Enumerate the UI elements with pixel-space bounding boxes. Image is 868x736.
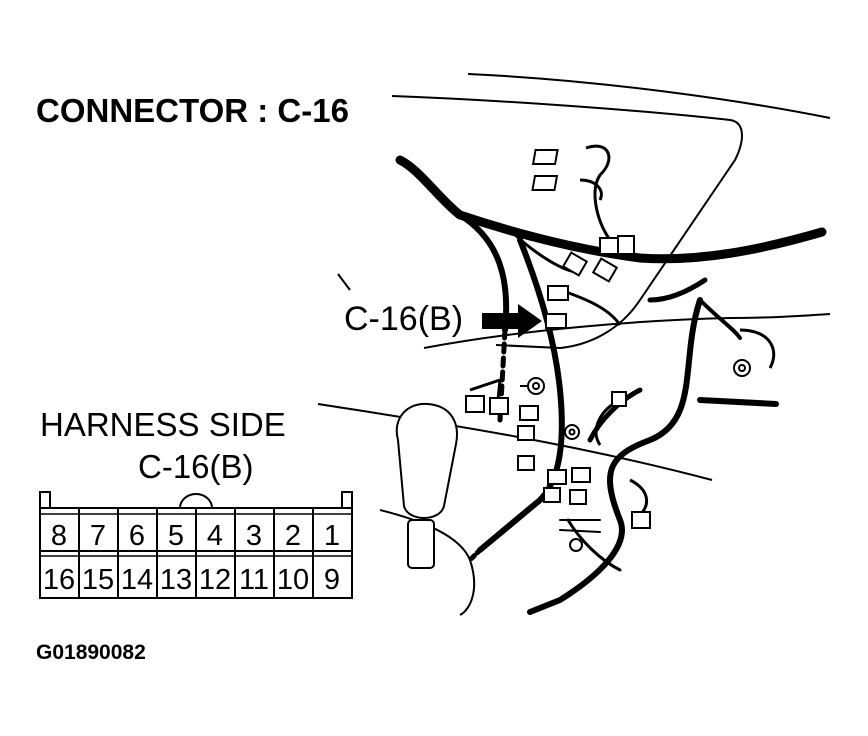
ground-terminals: [520, 359, 751, 552]
pin-5: 5: [168, 520, 184, 552]
pin-10: 10: [277, 564, 309, 596]
pin-2: 2: [285, 520, 301, 552]
figure-id: G01890082: [36, 641, 146, 664]
branch-wires: [469, 144, 776, 517]
pin-11: 11: [239, 564, 269, 596]
connector-title: CONNECTOR : C-16: [36, 92, 349, 129]
pin-9: 9: [324, 564, 340, 596]
pin-15: 15: [82, 564, 114, 596]
pin-numbers: 8 7 6 5 4 3 2 1 16 15 14 13 12 11 10 9: [43, 520, 340, 596]
pin-1: 1: [324, 520, 340, 552]
connector-blocks: [465, 149, 651, 529]
pin-13: 13: [160, 564, 192, 596]
harness-side-label: HARNESS SIDE: [40, 406, 286, 443]
pin-4: 4: [207, 520, 223, 552]
pointer-arrow: [482, 304, 542, 338]
shift-lever: [395, 402, 458, 569]
leader-lines: [337, 273, 351, 291]
pin-7: 7: [90, 520, 106, 552]
pin-14: 14: [121, 564, 153, 596]
pin-8: 8: [51, 520, 67, 552]
main-harness: [395, 155, 827, 615]
pin-6: 6: [129, 520, 145, 552]
connector-face-diagram: [39, 491, 353, 599]
harness-connector-name: C-16(B): [138, 448, 254, 485]
pin-16: 16: [43, 564, 75, 596]
pin-12: 12: [199, 564, 231, 596]
dashboard-outline: [317, 73, 831, 616]
connector-callout-label: C-16(B): [344, 300, 464, 338]
pin-3: 3: [246, 520, 262, 552]
